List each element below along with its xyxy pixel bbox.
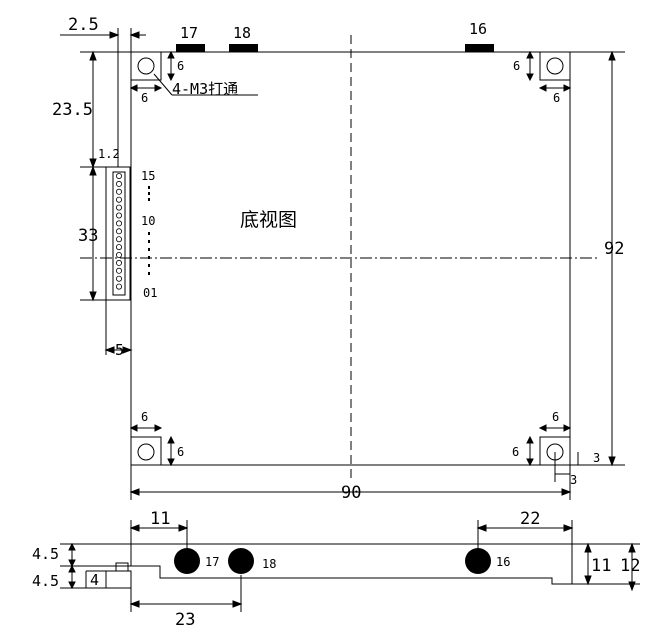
dim-hole-br-h: 6: [552, 410, 559, 424]
mount-hole-top-left: [130, 51, 162, 81]
connector-18-block: [229, 44, 258, 52]
connector-16-label: 16: [469, 20, 487, 38]
dim-total-height: 92: [604, 239, 624, 259]
view-title: 底视图: [240, 209, 297, 231]
board-side-view: [105, 543, 573, 589]
pin-holes: [116, 172, 123, 290]
dim-hole-tr-h: 6: [553, 91, 560, 105]
pin-10-label: 10: [141, 214, 155, 228]
dim-connector-length: 33: [78, 226, 98, 246]
side-dim-bottom: 23: [175, 610, 195, 630]
pin-hole: [116, 204, 123, 211]
dim-hole-tl-h: 6: [141, 91, 148, 105]
side-dim-right: 22: [520, 509, 540, 529]
pin-ellipsis-marks: [148, 186, 150, 275]
pin-hole: [116, 283, 123, 290]
connector-18-label: 18: [233, 24, 251, 42]
side-dim-height-11: 11: [591, 556, 611, 576]
dim-hole-bl-h: 6: [141, 410, 148, 424]
board-bottom-view: [80, 35, 600, 482]
side-connector-16-label: 16: [496, 555, 510, 569]
pin-hole: [116, 180, 123, 187]
dim-hole-tr-v: 6: [513, 59, 520, 73]
connector-17-label: 17: [180, 24, 198, 42]
pin-hole: [116, 259, 123, 266]
dim-hole-center-v: 3: [593, 451, 600, 465]
dim-connector-width: 1.2: [98, 147, 120, 161]
pin-15-label: 15: [141, 169, 155, 183]
connector-17-block: [176, 44, 205, 52]
pin-hole: [116, 236, 123, 243]
pin-hole: [116, 251, 123, 258]
pin-hole: [116, 212, 123, 219]
dim-left-offset: 2.5: [68, 15, 99, 35]
pin-hole: [116, 228, 123, 235]
side-connector-16: [465, 548, 491, 574]
mount-hole-bottom-left: [130, 436, 162, 466]
pin-hole: [116, 220, 123, 227]
dim-hole-br-v: 6: [512, 445, 519, 459]
side-profile: [130, 543, 573, 585]
dim-total-width: 90: [341, 483, 361, 503]
dim-hole-center-h: 3: [570, 473, 577, 487]
side-connector-17-label: 17: [205, 555, 219, 569]
pin-hole: [116, 267, 123, 274]
pin-hole: [116, 275, 123, 282]
side-connector-17: [174, 548, 200, 574]
connector-16-block: [465, 44, 494, 52]
side-dim-height-12: 12: [620, 556, 640, 576]
side-dimension-lines: [60, 520, 640, 612]
pin-hole: [116, 172, 123, 179]
side-connector-18: [228, 548, 254, 574]
pin-01-label: 01: [143, 286, 157, 300]
side-dim-left: 11: [150, 509, 170, 529]
dim-connector-inset: 5: [115, 341, 124, 359]
dimension-lines: [60, 28, 625, 500]
pin-hole: [116, 196, 123, 203]
dim-hole-bl-v: 6: [177, 445, 184, 459]
pin-hole: [116, 244, 123, 251]
mount-hole-top-right: [539, 51, 571, 81]
dim-top-to-connector: 23.5: [52, 100, 93, 120]
pin-hole: [116, 188, 123, 195]
side-connector-18-label: 18: [262, 557, 276, 571]
hole-note: 4-M3打通: [172, 80, 238, 98]
dim-hole-tl-v: 6: [177, 59, 184, 73]
side-dim-45-bot: 4.5: [32, 572, 59, 590]
side-pin-stub: [105, 570, 132, 589]
side-dim-4: 4: [90, 571, 99, 589]
side-dim-45-top: 4.5: [32, 545, 59, 563]
